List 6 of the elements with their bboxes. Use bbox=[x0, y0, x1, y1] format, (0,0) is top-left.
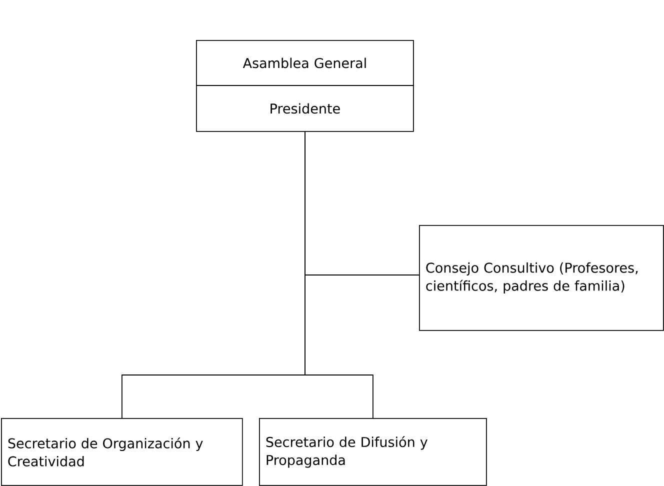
org-box: Secretario de Difusión y Propaganda bbox=[259, 418, 487, 486]
connector-line bbox=[304, 131, 374, 418]
org-box: Presidente bbox=[196, 85, 414, 132]
org-box: Asamblea General bbox=[196, 40, 414, 86]
org-box: Secretario de Organización y Creatividad bbox=[1, 418, 243, 486]
org-box: Consejo Consultivo (Profesores, científicos, padres de familia) bbox=[419, 225, 664, 331]
